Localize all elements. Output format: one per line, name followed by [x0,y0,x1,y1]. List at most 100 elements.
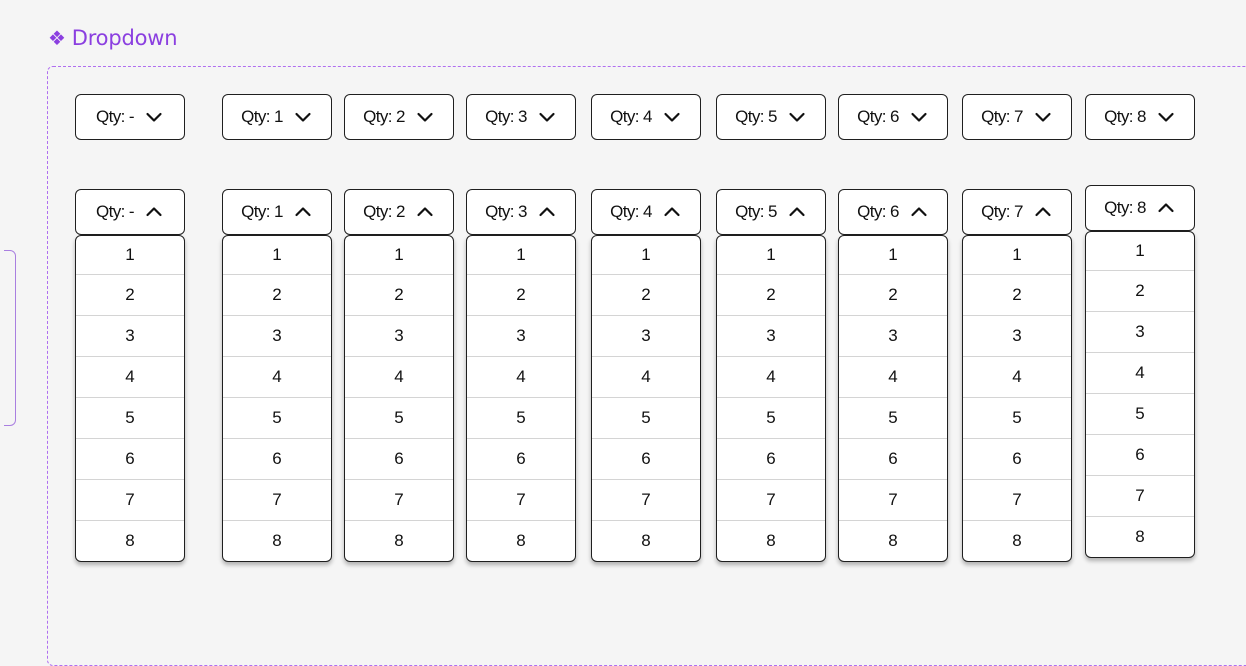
dropdown-option[interactable]: 4 [345,356,453,397]
dropdown-option[interactable]: 5 [467,397,575,438]
dropdown-option[interactable]: 7 [592,479,700,520]
dropdown-option[interactable]: 3 [76,315,184,356]
dropdown-trigger-collapsed[interactable]: Qty: - [75,94,185,140]
dropdown-option[interactable]: 6 [1086,434,1194,475]
dropdown-option[interactable]: 5 [592,397,700,438]
chevron-down-icon [662,107,682,127]
dropdown-trigger-collapsed[interactable]: Qty: 3 [466,94,576,140]
chevron-up-icon [909,202,929,222]
dropdown-trigger-collapsed[interactable]: Qty: 2 [344,94,454,140]
dropdown-trigger-expanded[interactable]: Qty: 2 [344,189,454,235]
dropdown-option[interactable]: 5 [839,397,947,438]
dropdown-option[interactable]: 4 [592,356,700,397]
chevron-up-icon [1156,198,1176,218]
dropdown-option[interactable]: 6 [467,438,575,479]
dropdown-option[interactable]: 7 [839,479,947,520]
dropdown-option[interactable]: 2 [1086,270,1194,311]
dropdown-option[interactable]: 3 [1086,311,1194,352]
chevron-down-icon [293,107,313,127]
dropdown-trigger-expanded[interactable]: Qty: 7 [962,189,1072,235]
dropdown-option[interactable]: 7 [223,479,331,520]
frame-title: ❖ Dropdown [48,25,178,51]
dropdown-option[interactable]: 5 [963,397,1071,438]
dropdown-option[interactable]: 5 [345,397,453,438]
dropdown-trigger-collapsed[interactable]: Qty: 4 [591,94,701,140]
dropdown-option[interactable]: 2 [717,274,825,315]
dropdown-option[interactable]: 8 [592,520,700,561]
dropdown-option[interactable]: 1 [125,245,135,264]
dropdown-option[interactable]: 1 [641,245,651,264]
dropdown-option[interactable]: 4 [223,356,331,397]
dropdown-trigger-collapsed[interactable]: Qty: 8 [1085,94,1195,140]
dropdown-option[interactable]: 7 [963,479,1071,520]
dropdown-option[interactable]: 4 [467,356,575,397]
dropdown-option[interactable]: 8 [717,520,825,561]
dropdown-option[interactable]: 8 [1086,516,1194,557]
dropdown-value-label: Qty: 7 [981,202,1023,221]
dropdown-option[interactable]: 8 [223,520,331,561]
dropdown-option[interactable]: 3 [345,315,453,356]
dropdown-option[interactable]: 5 [717,397,825,438]
dropdown-option[interactable]: 4 [839,356,947,397]
dropdown-option[interactable]: 1 [766,245,776,264]
dropdown-option[interactable]: 6 [76,438,184,479]
dropdown-option[interactable]: 2 [345,274,453,315]
dropdown-option[interactable]: 7 [717,479,825,520]
dropdown-option[interactable]: 3 [963,315,1071,356]
dropdown-option[interactable]: 6 [839,438,947,479]
dropdown-trigger-expanded[interactable]: Qty: 4 [591,189,701,235]
dropdown-option[interactable]: 6 [963,438,1071,479]
dropdown-option[interactable]: 4 [76,356,184,397]
dropdown-option[interactable]: 5 [223,397,331,438]
dropdown-value-label: Qty: 5 [735,202,777,221]
dropdown-option[interactable]: 4 [963,356,1071,397]
dropdown-option[interactable]: 8 [467,520,575,561]
dropdown-option[interactable]: 2 [963,274,1071,315]
dropdown-option[interactable]: 6 [345,438,453,479]
dropdown-option[interactable]: 1 [272,245,282,264]
dropdown-option[interactable]: 2 [76,274,184,315]
dropdown-trigger-collapsed[interactable]: Qty: 6 [838,94,948,140]
dropdown-option[interactable]: 2 [223,274,331,315]
dropdown-option[interactable]: 8 [839,520,947,561]
dropdown-trigger-expanded[interactable]: Qty: 3 [466,189,576,235]
dropdown-trigger-expanded[interactable]: Qty: 8 [1085,185,1195,231]
dropdown-trigger-collapsed[interactable]: Qty: 7 [962,94,1072,140]
dropdown-option[interactable]: 6 [592,438,700,479]
dropdown-option[interactable]: 4 [717,356,825,397]
dropdown-option[interactable]: 6 [717,438,825,479]
dropdown-option[interactable]: 7 [76,479,184,520]
dropdown-option[interactable]: 3 [717,315,825,356]
dropdown-option[interactable]: 7 [467,479,575,520]
dropdown-option[interactable]: 3 [839,315,947,356]
dropdown-option[interactable]: 7 [345,479,453,520]
dropdown-value-label: Qty: 6 [857,202,899,221]
dropdown-value-label: Qty: 8 [1104,198,1146,217]
dropdown-option[interactable]: 1 [394,245,404,264]
dropdown-option[interactable]: 2 [467,274,575,315]
dropdown-trigger-collapsed[interactable]: Qty: 1 [222,94,332,140]
dropdown-option[interactable]: 5 [76,397,184,438]
dropdown-option[interactable]: 1 [1135,241,1145,260]
dropdown-trigger-expanded[interactable]: Qty: - [75,189,185,235]
dropdown-option[interactable]: 6 [223,438,331,479]
dropdown-option[interactable]: 3 [592,315,700,356]
dropdown-option[interactable]: 5 [1086,393,1194,434]
dropdown-option[interactable]: 3 [467,315,575,356]
dropdown-option[interactable]: 4 [1086,352,1194,393]
dropdown-trigger-expanded[interactable]: Qty: 1 [222,189,332,235]
dropdown-trigger-expanded[interactable]: Qty: 6 [838,189,948,235]
dropdown-option[interactable]: 2 [839,274,947,315]
dropdown-option[interactable]: 8 [963,520,1071,561]
dropdown-option[interactable]: 1 [1012,245,1022,264]
dropdown-trigger-collapsed[interactable]: Qty: 5 [716,94,826,140]
dropdown-option[interactable]: 8 [76,520,184,561]
dropdown-option[interactable]: 8 [345,520,453,561]
dropdown-option[interactable]: 3 [223,315,331,356]
dropdown-option[interactable]: 1 [516,245,526,264]
dropdown-option[interactable]: 7 [1086,475,1194,516]
dropdown-option[interactable]: 1 [888,245,898,264]
dropdown-trigger-expanded[interactable]: Qty: 5 [716,189,826,235]
dropdown-option[interactable]: 2 [592,274,700,315]
